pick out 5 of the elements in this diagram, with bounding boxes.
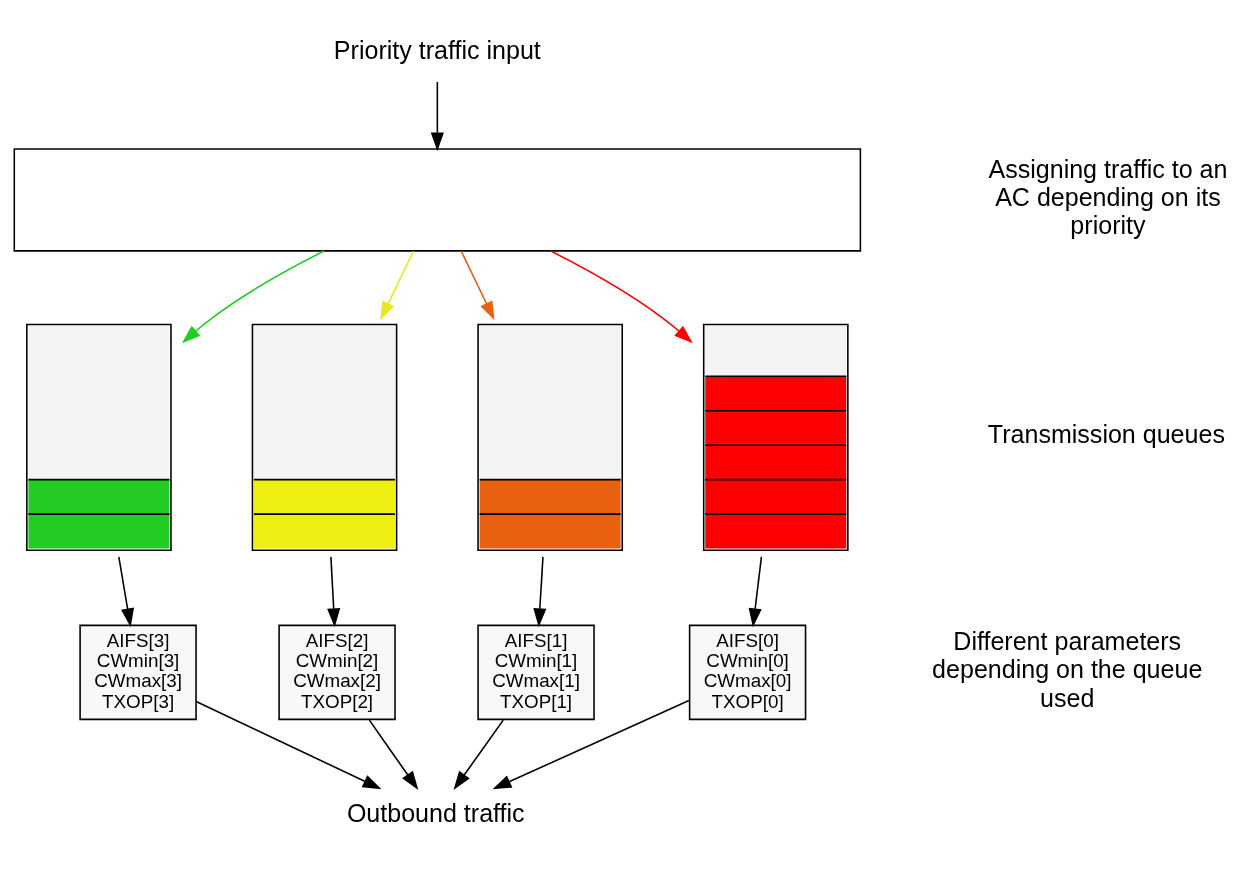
node-text: Priority traffic input <box>333 35 541 64</box>
label: Assigning traffic to an AC depending on its priority <box>988 154 1228 239</box>
label: Different parameters depending on the queue used <box>932 626 1203 712</box>
label: Transmission queues <box>987 419 1225 448</box>
node-text: Outbound traffic <box>346 798 525 827</box>
